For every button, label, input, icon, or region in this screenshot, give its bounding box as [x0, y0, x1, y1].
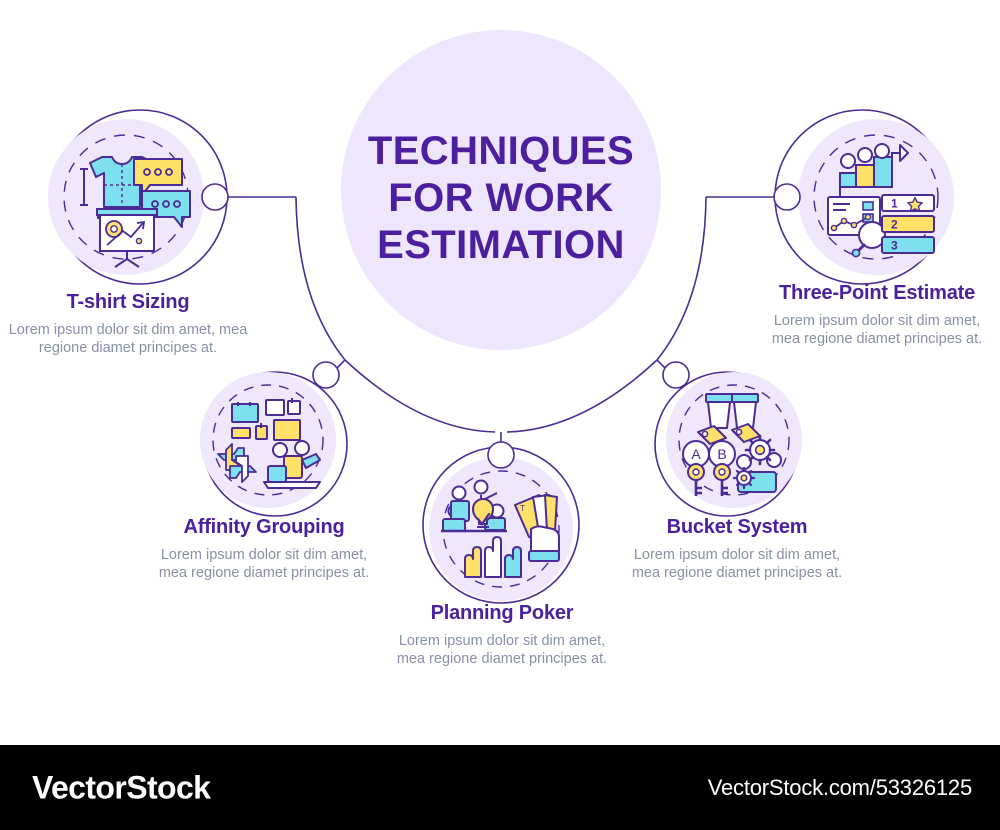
- page-title: TECHNIQUES FOR WORK ESTIMATION: [330, 128, 672, 270]
- svg-text:1: 1: [891, 197, 898, 211]
- svg-text:2: 2: [891, 218, 898, 232]
- buckets-tags-ab-keys-gears-icon: A B: [682, 393, 782, 496]
- svg-text:3: 3: [891, 239, 898, 253]
- bubble-bucket: [666, 372, 802, 508]
- dashed-ring-three: [813, 134, 939, 260]
- node-title-bucket-system: Bucket System: [666, 516, 808, 538]
- svg-text:T: T: [520, 504, 525, 513]
- node-label-planning-poker: Planning Poker Lorem ipsum dolor sit dim…: [386, 602, 618, 668]
- connector-node-three: [773, 183, 801, 211]
- page-title-line-3: ESTIMATION: [377, 223, 625, 268]
- node-title-planning-poker: Planning Poker: [430, 602, 574, 624]
- connector-arc-right: [656, 196, 707, 361]
- node-title-tshirt-sizing: T-shirt Sizing: [66, 291, 190, 313]
- sticky-notes-teamwork-hands-icon: [217, 398, 321, 489]
- node-label-three-point-estimate: Three-Point Estimate Lorem ipsum dolor s…: [760, 282, 994, 348]
- connector-arc-right-lower: [506, 359, 658, 433]
- infographic-graphics: 1 2 3: [48, 30, 954, 604]
- vectorstock-logo-text: VectorStock: [32, 769, 211, 805]
- dashed-ring-bucket: [678, 384, 790, 496]
- svg-text:A: A: [691, 446, 701, 462]
- node-label-tshirt-sizing: T-shirt Sizing Lorem ipsum dolor sit dim…: [8, 291, 248, 357]
- dashed-ring-affinity: [212, 384, 324, 496]
- vectorstock-url-text: VectorStock.com/53326125: [707, 774, 972, 800]
- connector-node-bucket: [662, 361, 690, 389]
- node-label-affinity-grouping: Affinity Grouping Lorem ipsum dolor sit …: [148, 516, 380, 582]
- connector-arc-left: [295, 196, 346, 361]
- svg-text:B: B: [717, 446, 726, 462]
- node-description-tshirt-sizing: Lorem ipsum dolor sit dim amet, mea regi…: [8, 321, 248, 356]
- page-title-line-2: FOR WORK: [388, 176, 614, 221]
- node-description-affinity-grouping: Lorem ipsum dolor sit dim amet, mea regi…: [158, 546, 370, 581]
- node-description-bucket-system: Lorem ipsum dolor sit dim amet, mea regi…: [631, 546, 843, 581]
- connector-node-tshirt: [201, 183, 229, 211]
- team-idea-cards-raised-hands-icon: T: [441, 479, 560, 578]
- watermark-footer: VectorStock VectorStock.com/53326125: [0, 745, 1000, 830]
- connector-node-affinity: [312, 361, 340, 389]
- tshirt-measure-chat-presentation-icon: [80, 156, 191, 268]
- node-label-bucket-system: Bucket System Lorem ipsum dolor sit dim …: [622, 516, 852, 582]
- node-description-three-point-estimate: Lorem ipsum dolor sit dim amet, mea regi…: [771, 312, 983, 347]
- connector-arc-left-lower: [344, 359, 496, 433]
- infographic-canvas: 1 2 3: [8, 30, 994, 668]
- center-circle-fill: [341, 30, 661, 350]
- node-title-affinity-grouping: Affinity Grouping: [183, 516, 345, 538]
- page-title-line-1: TECHNIQUES: [367, 129, 635, 173]
- node-title-three-point-estimate: Three-Point Estimate: [778, 282, 976, 304]
- growth-arrow-ranked-list-chart-icon: 1 2 3: [827, 143, 935, 258]
- connector-node-poker: [487, 441, 515, 469]
- node-description-planning-poker: Lorem ipsum dolor sit dim amet, mea regi…: [396, 632, 608, 667]
